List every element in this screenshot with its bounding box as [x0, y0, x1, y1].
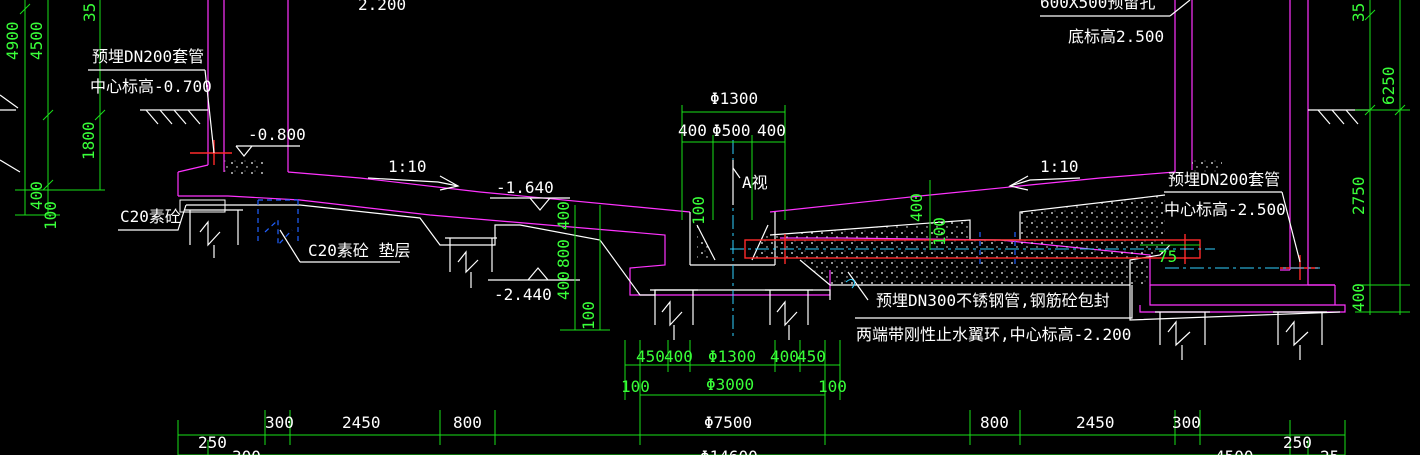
dim-center-100b: 100: [579, 301, 598, 330]
svg-text:1:10: 1:10: [388, 157, 427, 176]
bottom-dimension-row1: 100 450 400 Φ1300 400 450 100: [621, 340, 847, 400]
dim-phi1300-top: Φ1300: [710, 89, 758, 108]
dim-r2-phi3000: Φ3000: [706, 375, 754, 394]
svg-text:75: 75: [1158, 247, 1177, 266]
dim-r4-phi14600: Φ14600: [700, 447, 758, 455]
elevation-neg2440: -2.440: [488, 267, 580, 304]
mid-right-vertical-dims: 400 100: [907, 180, 949, 250]
dim-r3-2450a: 2450: [342, 413, 381, 432]
dim-r3-800a: 800: [453, 413, 482, 432]
dim-r3-phi7500: Φ7500: [704, 413, 752, 432]
center-vertical-dims: 400 800 400 100: [554, 201, 610, 331]
dim-right-400: 400: [1349, 283, 1368, 312]
opening-annotation: 600X500预留孔 底标高2.500: [1040, 0, 1191, 46]
pile-supports: [185, 209, 1327, 360]
sleeve-right-line1: 预埋DN200套管: [1168, 170, 1280, 189]
dim-r4-250a: 250: [198, 433, 227, 452]
c20-cushion-label: C20素砼 垫层: [257, 199, 411, 263]
svg-text:-2.440: -2.440: [494, 285, 552, 304]
dim-left-100: 100: [41, 201, 60, 230]
opening-line1: 600X500预留孔: [1040, 0, 1155, 12]
pipe-note-line1: 预埋DN300不锈钢管,钢筋砼包封: [876, 291, 1110, 310]
svg-text:-1.640: -1.640: [496, 178, 554, 197]
dim-mid-100: 100: [930, 217, 949, 246]
dim-r3-2450b: 2450: [1076, 413, 1115, 432]
elevation-neg1640: -1.640: [490, 178, 570, 211]
left-vertical-dimensions: 4900 4500 1800 400 100 35: [0, 0, 106, 230]
elevation-neg0800: -0.800: [235, 125, 306, 157]
dim-center-400a: 400: [554, 201, 573, 230]
sleeve-left-line1: 预埋DN200套管: [92, 47, 204, 66]
dim-r1-phi1300: Φ1300: [708, 347, 756, 366]
svg-text:1:10: 1:10: [1040, 157, 1079, 176]
dim-right-2750: 2750: [1349, 176, 1368, 215]
bottom-dimension-row4: 250 300 Φ14600 4500 250 25: [177, 420, 1346, 455]
dim-r1-400b: 400: [770, 347, 799, 366]
dim-400-right: 400: [757, 121, 786, 140]
bottom-dimension-row3: 300 2450 800 Φ7500 800 2450 300: [178, 400, 1345, 445]
dim-r1-100b: 100: [818, 377, 847, 396]
dim-r1-450a: 450: [636, 347, 665, 366]
slope-right: 1:10: [1008, 157, 1081, 191]
dim-center-800: 800: [554, 239, 573, 268]
dim-left-4900: 4900: [3, 21, 22, 60]
dim-400-left: 400: [678, 121, 707, 140]
dim-right-6250: 6250: [1379, 66, 1398, 105]
slope-left: 1:10: [367, 157, 460, 191]
right-sleeve-annotation: 预埋DN200套管 中心标高-2.500: [1164, 170, 1301, 263]
dim-right-35: 35: [1349, 3, 1368, 22]
dim-r1-450b: 450: [797, 347, 826, 366]
pipe-note: 预埋DN300不锈钢管,钢筋砼包封 两端带刚性止水翼环,中心标高-2.200: [845, 271, 1133, 344]
bottom-dimension-row2: Φ3000: [640, 375, 825, 396]
left-sleeve-annotation: 预埋DN200套管 中心标高-0.700: [88, 47, 215, 154]
dim-top-35: 35: [80, 3, 99, 22]
dim-center-100: 100: [689, 196, 708, 225]
label-top-left-partial: 2.200: [358, 0, 406, 14]
dim-r3-300a: 300: [265, 413, 294, 432]
dim-center-400b: 400: [554, 271, 573, 300]
right-tank-wall: [1165, 0, 1370, 286]
dim-mid-400: 400: [907, 193, 926, 222]
dim-75: 75: [1140, 244, 1200, 266]
right-vertical-dimensions: 35 6250 2750 400: [1349, 0, 1410, 315]
dim-r1-400a: 400: [664, 347, 693, 366]
stainless-pipe-dn300: [730, 232, 1215, 266]
dim-phi500: Φ500: [712, 121, 751, 140]
dim-r4-300: 300: [232, 447, 261, 455]
dim-left-4500: 4500: [27, 21, 46, 60]
dim-left-1800: 1800: [79, 121, 98, 160]
top-center-dimensions: Φ1300 400 Φ500 400 100: [678, 89, 786, 225]
pipe-note-line2: 两端带刚性止水翼环,中心标高-2.200: [856, 325, 1131, 344]
dim-r1-100a: 100: [621, 377, 650, 396]
svg-text:-0.800: -0.800: [248, 125, 306, 144]
left-tank-wall: [140, 0, 289, 197]
sleeve-right-line2: 中心标高-2.500: [1164, 200, 1286, 219]
dim-r3-800b: 800: [980, 413, 1009, 432]
dim-r4-4500: 4500: [1215, 447, 1254, 455]
dim-r4-25: 25: [1320, 447, 1339, 455]
sleeve-left-line2: 中心标高-0.700: [90, 77, 212, 96]
opening-line2: 底标高2.500: [1068, 27, 1164, 46]
label-view-a: A视: [742, 173, 768, 192]
c20-plain-label: C20素砼: [118, 199, 226, 231]
dim-left-400: 400: [27, 181, 46, 210]
dim-r4-250b: 250: [1283, 433, 1312, 452]
svg-text:C20素砼: C20素砼: [120, 207, 181, 226]
dim-r3-300b: 300: [1172, 413, 1201, 432]
svg-text:C20素砼 垫层: C20素砼 垫层: [308, 241, 411, 260]
